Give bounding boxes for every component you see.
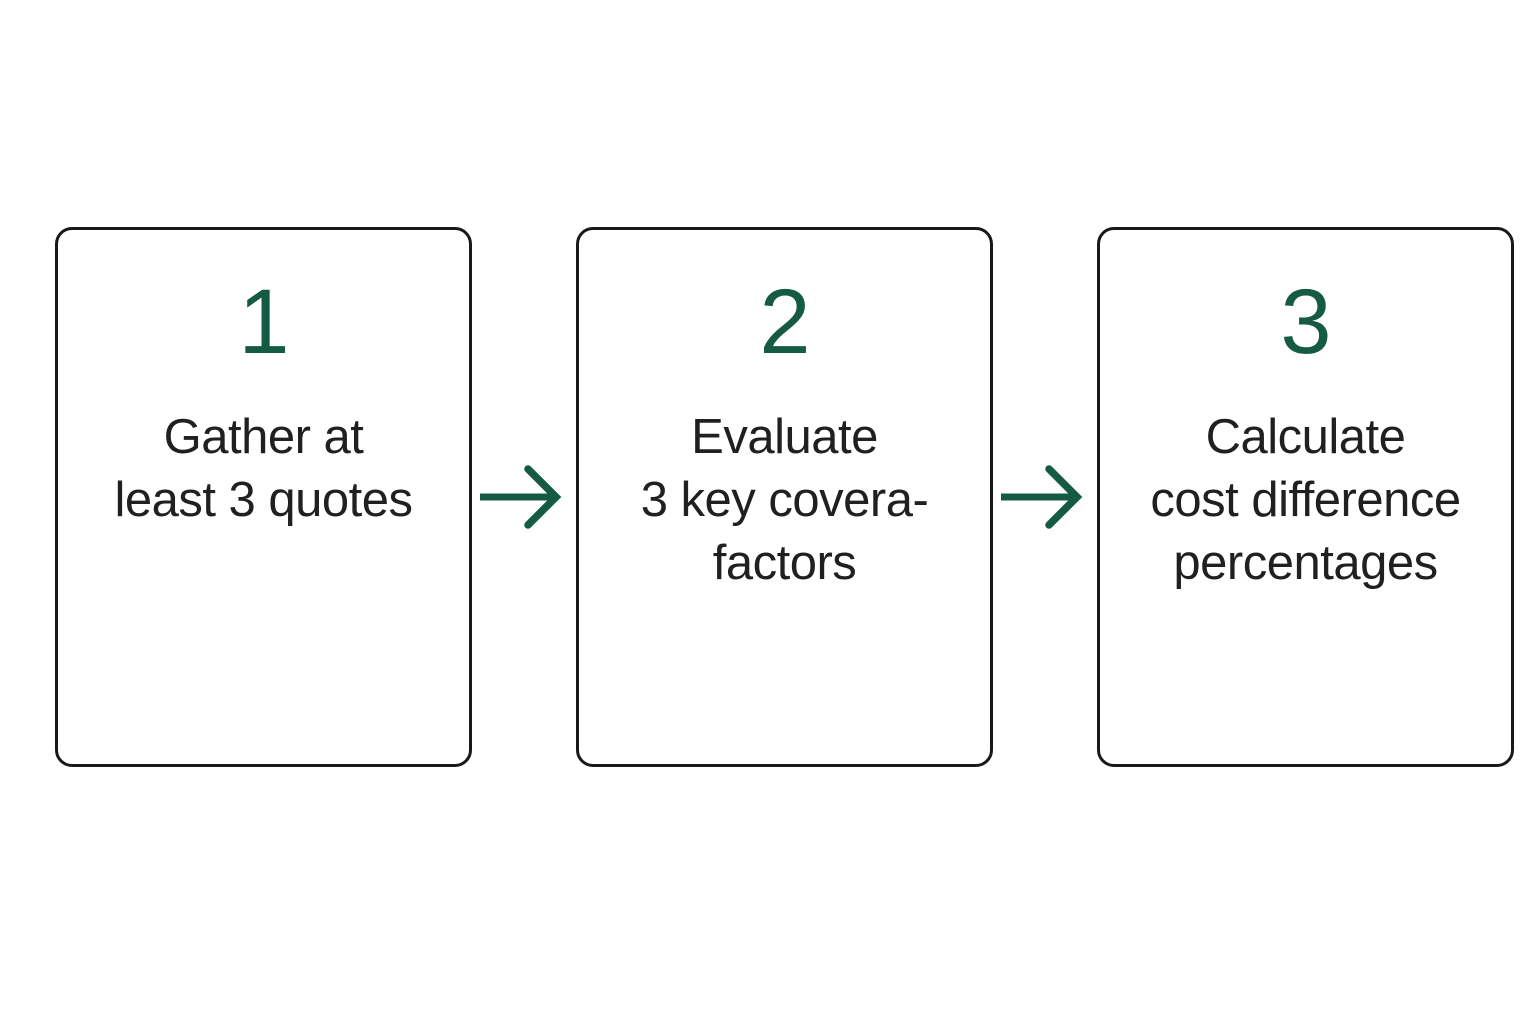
step-number-2: 2 — [759, 271, 810, 373]
step-card-2[interactable]: 2 Evaluate 3 key covera- factors — [576, 227, 993, 767]
process-flow: 1 Gather at least 3 quotes 2 Evaluate 3 … — [55, 227, 1514, 767]
step-label-2: Evaluate 3 key covera- factors — [640, 410, 929, 590]
step-card-1[interactable]: 1 Gather at least 3 quotes — [55, 227, 472, 767]
connector-2 — [993, 227, 1097, 767]
connector-1 — [472, 227, 576, 767]
arrow-right-icon — [480, 465, 562, 529]
step-label-3: Calculate cost difference percentages — [1150, 410, 1461, 590]
arrow-right-icon — [1001, 465, 1083, 529]
step-label-1: Gather at least 3 quotes — [114, 410, 413, 527]
step-number-1: 1 — [238, 271, 289, 373]
step-card-3[interactable]: 3 Calculate cost difference percentages — [1097, 227, 1514, 767]
step-number-3: 3 — [1280, 271, 1331, 373]
